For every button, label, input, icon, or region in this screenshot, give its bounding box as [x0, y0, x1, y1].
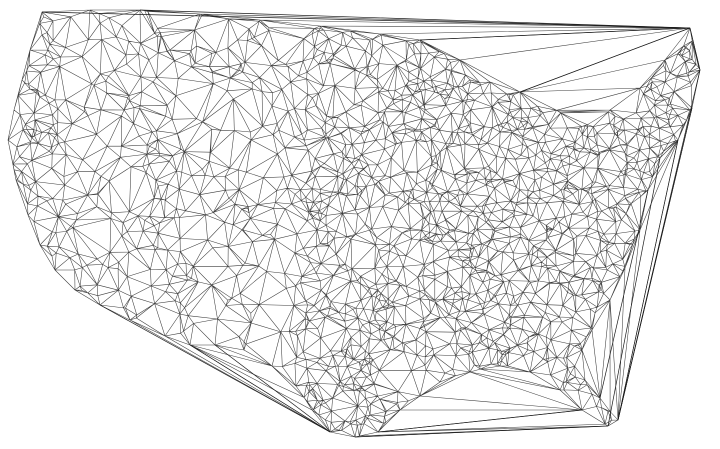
hull-edge — [689, 27, 701, 71]
convex-hull-outline — [41, 9, 701, 438]
hull-edge — [214, 344, 331, 433]
hull-edge — [139, 9, 691, 29]
hull-edge — [354, 425, 609, 438]
hull-edge — [617, 139, 679, 421]
hull-edge — [599, 189, 649, 399]
mesh-edge-set — [7, 9, 701, 438]
hull-edge — [377, 409, 583, 433]
hull-edge — [617, 107, 693, 421]
hull-edge — [99, 304, 331, 433]
hull-edge — [41, 11, 691, 29]
hull-edge — [519, 27, 691, 93]
hull-edge — [189, 344, 331, 433]
hull-edge — [419, 27, 691, 41]
hull-edge — [607, 157, 661, 427]
mesh-edges — [7, 9, 701, 438]
